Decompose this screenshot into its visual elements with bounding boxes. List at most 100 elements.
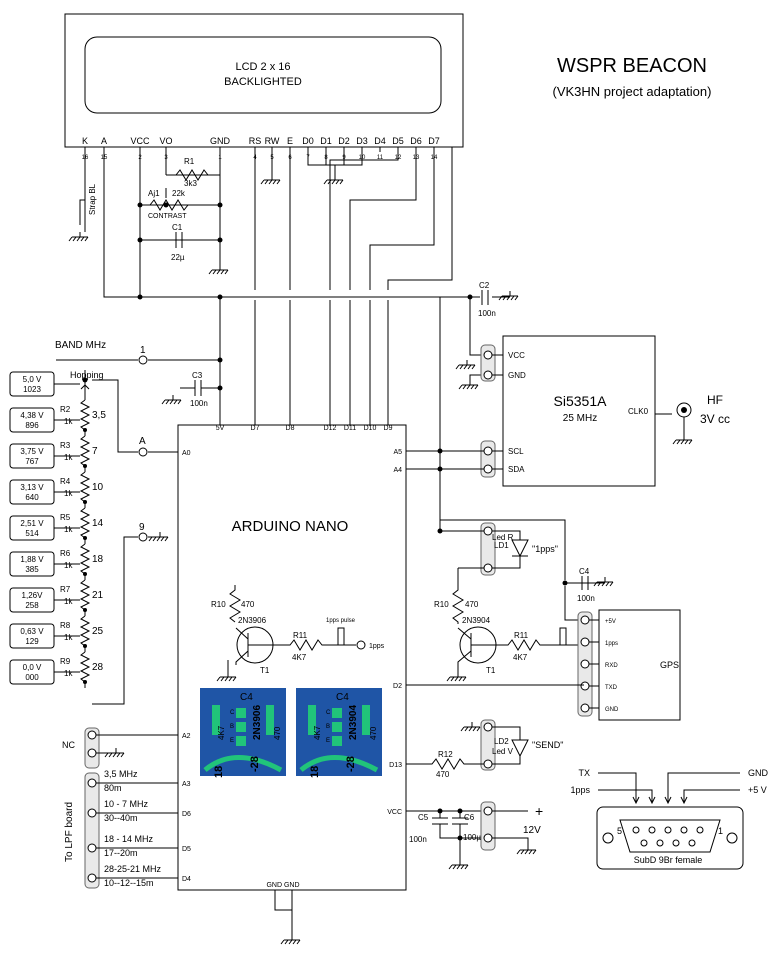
- voltage-value: 4,38 V: [20, 411, 44, 420]
- r10-right-value: 470: [465, 600, 479, 609]
- ground-icon: [593, 577, 614, 587]
- lcd-pin-name: GND: [210, 136, 231, 146]
- ladder-resistor-label: R6: [60, 549, 71, 558]
- si5351a-module: Si5351A 25 MHz CLK0 VCC GND SCL SDA HF 3…: [480, 335, 730, 487]
- ground-icon: [104, 748, 125, 758]
- title: WSPR BEACON: [557, 55, 707, 77]
- ground-icon: [208, 265, 229, 275]
- db9-signal-label: TX: [578, 768, 590, 778]
- lcd-pin-name: A: [101, 136, 107, 146]
- lpf-band-mhz: 3,5 MHz: [104, 769, 138, 779]
- db9-pin5: 5: [617, 826, 622, 836]
- adc-value: 640: [25, 493, 39, 502]
- pcb-number-2: 18: [213, 766, 225, 778]
- arduino-pin-label: D2: [393, 683, 402, 690]
- pcb-resistor-2: 470: [369, 726, 378, 740]
- lcd-pin-name: RS: [249, 136, 262, 146]
- cap-c2: C2 100n: [478, 281, 496, 318]
- aj1-label: Aj1: [148, 189, 160, 198]
- svg-text:B: B: [326, 724, 330, 730]
- pps-pulse-label: 1pps pulse: [326, 618, 356, 624]
- voltage-value: 3,13 V: [20, 483, 44, 492]
- pcb-transistor-ref: 2N3904: [348, 705, 359, 740]
- band-title: BAND MHz: [55, 340, 106, 351]
- ladder-band-label: 14: [92, 518, 104, 529]
- node-1-label: 1: [140, 345, 146, 356]
- pcb-cap-label: C4: [240, 692, 253, 703]
- arduino-pin-label: D7: [251, 425, 260, 432]
- ground-icon: [216, 672, 237, 682]
- ld2-note: "SEND": [532, 740, 563, 750]
- pcb-number-2: 18: [309, 766, 321, 778]
- ground-icon: [458, 380, 479, 390]
- arduino-pin-label: VCC: [387, 809, 402, 816]
- power-input: C5 100n C6 100µ + 12V: [406, 801, 543, 860]
- db9-signal-label: 1pps: [570, 785, 590, 795]
- c4-label: C4: [579, 567, 590, 576]
- lpf-band-mhz: 18 - 14 MHz: [104, 834, 154, 844]
- ground-icon: [516, 845, 537, 855]
- pcb-number: -28: [345, 756, 357, 772]
- adc-value: 258: [25, 601, 39, 610]
- ladder-band-label: 28: [92, 662, 104, 673]
- hopping-label: Hopping: [70, 370, 104, 380]
- r12-value: 470: [436, 770, 450, 779]
- ld1-note: "1pps": [532, 544, 558, 554]
- pot-aj1: Aj1 22k CONTRAST: [148, 188, 189, 220]
- ground-icon: [672, 435, 693, 445]
- node-a: [138, 447, 148, 457]
- r10-left-value: 470: [241, 600, 255, 609]
- voltage-value: 1,88 V: [20, 555, 44, 564]
- adc-value: 514: [25, 529, 39, 538]
- r10-right-label: R10: [434, 600, 449, 609]
- voltage-value: 1,26V: [22, 591, 44, 600]
- arduino-pin-label: D8: [286, 425, 295, 432]
- adc-value: 767: [25, 457, 39, 466]
- arduino-pin-label: D10: [364, 425, 377, 432]
- arduino-pin-label: D12: [324, 425, 337, 432]
- ground-symbols: [68, 175, 693, 945]
- c5-value: 100n: [409, 835, 427, 844]
- ladder-resistor-value: 1k: [64, 525, 73, 534]
- db9-signal-label: +5 V: [748, 785, 767, 795]
- voltage-value: 3,75 V: [20, 447, 44, 456]
- r1-label: R1: [184, 157, 195, 166]
- r11-right-value: 4K7: [513, 653, 528, 662]
- subtitle: (VK3HN project adaptation): [553, 84, 712, 99]
- node-a-label: A: [139, 436, 146, 447]
- arduino-pin-label: D9: [384, 425, 393, 432]
- gps-label: GPS: [660, 660, 679, 670]
- lcd-pin-name: VCC: [130, 136, 150, 146]
- lpf-band-meters: 30--40m: [104, 813, 138, 823]
- cap-c1: C1 22µ: [171, 223, 185, 262]
- r12-label: R12: [438, 750, 453, 759]
- voltage-value: 5,0 V: [23, 375, 42, 384]
- arduino-pin-label: A5: [393, 449, 402, 456]
- si5351a-label: Si5351A: [554, 393, 608, 409]
- pcb-number: -28: [249, 756, 261, 772]
- lpf-label: To LPF board: [64, 802, 75, 862]
- nc-label: NC: [62, 740, 75, 750]
- si5351a-gnd: GND: [508, 371, 526, 380]
- nano-gnd-wiring: [274, 890, 293, 935]
- ld1-color: Led R: [492, 533, 514, 542]
- ld1-label: LD1: [494, 541, 509, 550]
- adc-value: 896: [25, 421, 39, 430]
- arduino-pin-label: D5: [182, 846, 191, 853]
- c6-label: C6: [464, 813, 475, 822]
- lpf-band-meters: 17--20m: [104, 848, 138, 858]
- svg-text:C: C: [326, 710, 331, 716]
- lcd-label-1: LCD 2 x 16: [235, 61, 290, 73]
- contrast-label: CONTRAST: [148, 213, 187, 220]
- lpf-band-mhz: 28-25-21 MHz: [104, 864, 162, 874]
- voltage-value: 0,63 V: [20, 627, 44, 636]
- voltage-value: 2,51 V: [20, 519, 44, 528]
- voltage-value: 0,0 V: [23, 663, 42, 672]
- transistor-t1-right: R10 470 2N3904 T1 R11 4K7: [434, 567, 582, 675]
- t1-left-label: T1: [260, 666, 270, 675]
- lcd-wiring: Strap BL: [79, 147, 510, 425]
- c4-value: 100n: [577, 594, 595, 603]
- gps-pin-label: TXD: [605, 685, 618, 691]
